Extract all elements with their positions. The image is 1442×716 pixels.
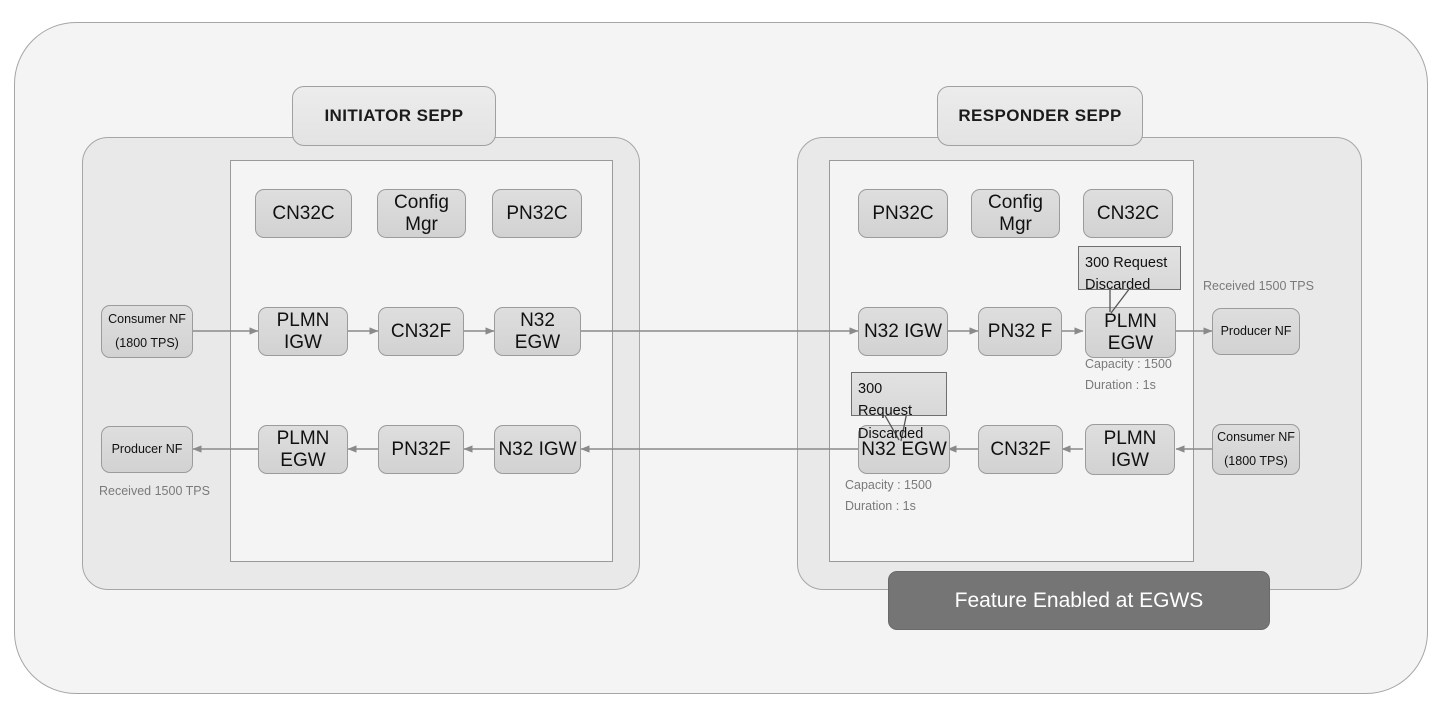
responder-node-pn32-f-label: PN32 F: [987, 320, 1053, 342]
responder-egw-top-duration-annotation: Duration : 1s: [1085, 378, 1156, 392]
initiator-node-producer-nf[interactable]: Producer NF: [101, 426, 193, 473]
responder-callout-top-line2: Discarded: [1085, 277, 1151, 294]
initiator-producer-received-annotation: Received 1500 TPS: [99, 484, 210, 498]
initiator-sepp-title-label: INITIATOR SEPP: [324, 106, 464, 125]
responder-node-producer-nf[interactable]: Producer NF: [1212, 308, 1300, 355]
initiator-node-pn32c[interactable]: PN32C: [492, 189, 582, 238]
initiator-node-cn32f[interactable]: CN32F: [378, 307, 464, 356]
initiator-node-producer-nf-label: Producer NF: [111, 441, 183, 456]
initiator-node-cn32f-label: CN32F: [390, 320, 452, 342]
responder-node-cn32f-label: CN32F: [990, 438, 1051, 460]
responder-node-consumer-nf[interactable]: Consumer NF (1800 TPS): [1212, 424, 1300, 475]
initiator-node-n32-egw[interactable]: N32 EGW: [494, 307, 581, 356]
responder-node-consumer-nf-sublabel: (1800 TPS): [1224, 453, 1288, 468]
initiator-node-n32-igw[interactable]: N32 IGW: [494, 425, 581, 474]
initiator-node-n32-egw-label: N32 EGW: [514, 309, 561, 353]
initiator-node-consumer-nf-label: Consumer NF: [108, 311, 186, 326]
responder-node-pn32c-label: PN32C: [872, 202, 934, 224]
responder-callout-top-line1: 300 Request: [1085, 255, 1168, 271]
responder-node-pn32-f[interactable]: PN32 F: [978, 307, 1062, 356]
responder-node-cn32c-label: CN32C: [1096, 202, 1160, 224]
responder-node-cn32c[interactable]: CN32C: [1083, 189, 1173, 238]
feature-enabled-banner: Feature Enabled at EGWS: [888, 571, 1270, 630]
initiator-node-cn32c-label: CN32C: [272, 202, 335, 224]
responder-node-pn32c[interactable]: PN32C: [858, 189, 948, 238]
responder-node-n32-igw-label: N32 IGW: [863, 320, 943, 342]
responder-callout-top: 300 Request Discarded: [1078, 246, 1181, 293]
initiator-node-pn32f[interactable]: PN32F: [378, 425, 464, 474]
initiator-node-cn32c[interactable]: CN32C: [255, 189, 352, 238]
initiator-node-consumer-nf-sublabel: (1800 TPS): [115, 335, 179, 350]
responder-producer-received-annotation: Received 1500 TPS: [1203, 279, 1314, 293]
responder-sepp-title-label: RESPONDER SEPP: [958, 106, 1122, 125]
initiator-node-consumer-nf[interactable]: Consumer NF (1800 TPS): [101, 305, 193, 358]
responder-node-producer-nf-label: Producer NF: [1220, 323, 1292, 338]
initiator-node-n32-igw-label: N32 IGW: [498, 438, 577, 460]
responder-node-consumer-nf-label: Consumer NF: [1217, 429, 1295, 444]
responder-egw-bottom-duration-annotation: Duration : 1s: [845, 499, 916, 513]
responder-egw-bottom-capacity-annotation: Capacity : 1500: [845, 478, 932, 492]
responder-sepp-title-tab: RESPONDER SEPP: [937, 86, 1143, 146]
initiator-node-pn32c-label: PN32C: [506, 202, 568, 224]
responder-node-n32-igw[interactable]: N32 IGW: [858, 307, 948, 356]
initiator-sepp-title-tab: INITIATOR SEPP: [292, 86, 496, 146]
responder-callout-bottom-line1: 300 Request: [858, 381, 913, 420]
feature-enabled-banner-label: Feature Enabled at EGWS: [954, 588, 1204, 612]
responder-node-n32-egw-label: N32 EGW: [861, 438, 947, 460]
responder-callout-bottom: 300 Request Discarded: [851, 372, 947, 442]
initiator-node-pn32f-label: PN32F: [391, 438, 451, 460]
responder-callout-bottom-line2: Discarded: [858, 425, 924, 442]
responder-node-cn32f[interactable]: CN32F: [978, 425, 1063, 474]
responder-egw-top-capacity-annotation: Capacity : 1500: [1085, 357, 1172, 371]
